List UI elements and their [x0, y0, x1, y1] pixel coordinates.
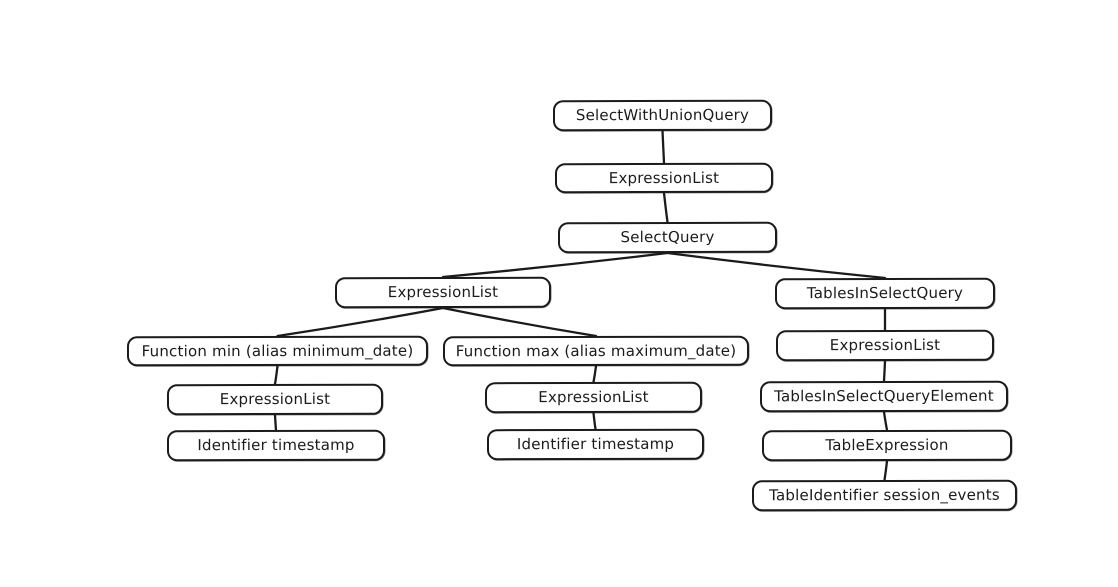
- edge-function-max-to-expression-list-under-max: [592, 364, 598, 384]
- tree-node-label: SelectQuery: [620, 227, 715, 247]
- tree-node-select-with-union-query: SelectWithUnionQuery: [552, 99, 773, 132]
- edge-select-query-to-expression-list-left: [441, 251, 669, 279]
- edge-expression-list-top-to-select-query: [662, 191, 669, 224]
- tree-node-expression-list-under-max: ExpressionList: [484, 381, 703, 414]
- tree-node-label: SelectWithUnionQuery: [575, 105, 750, 125]
- tree-node-label: Identifier timestamp: [197, 435, 355, 455]
- tree-node-table-expression: TableExpression: [761, 429, 1013, 462]
- tree-node-identifier-timestamp-max: Identifier timestamp: [486, 428, 705, 461]
- tree-node-label: ExpressionList: [387, 282, 499, 302]
- tree-node-label: Function max (alias maximum_date): [455, 341, 737, 360]
- tree-node-tables-in-select-query-element: TablesInSelectQueryElement: [759, 380, 1009, 413]
- tree-node-select-query: SelectQuery: [557, 221, 778, 254]
- tree-node-label: Function min (alias minimum_date): [141, 341, 414, 360]
- edge-function-min-to-expression-list-under-min: [273, 364, 279, 386]
- edge-table-expression-to-table-identifier-session-events: [883, 459, 889, 482]
- tree-node-label: ExpressionList: [219, 389, 331, 409]
- tree-node-expression-list-top: ExpressionList: [554, 162, 774, 194]
- tree-node-function-min: Function min (alias minimum_date): [126, 335, 429, 367]
- tree-node-identifier-timestamp-min: Identifier timestamp: [166, 429, 386, 462]
- edge-select-query-to-tables-in-select-query: [666, 251, 887, 280]
- edge-expression-list-under-min-to-identifier-timestamp-min: [273, 413, 278, 432]
- tree-node-label: ExpressionList: [829, 335, 941, 355]
- tree-node-label: Identifier timestamp: [516, 434, 675, 454]
- edge-expression-list-under-max-to-identifier-timestamp-max: [592, 411, 597, 431]
- tree-node-label: TableIdentifier session_events: [769, 485, 1000, 505]
- tree-node-expression-list-left: ExpressionList: [334, 276, 552, 309]
- tree-node-function-max: Function max (alias maximum_date): [442, 335, 750, 367]
- tree-node-label: ExpressionList: [538, 387, 649, 407]
- tree-node-table-identifier-session-events: TableIdentifier session_events: [751, 479, 1018, 512]
- tree-node-label: TablesInSelectQueryElement: [774, 386, 994, 406]
- tree-node-expression-list-right: ExpressionList: [775, 329, 995, 362]
- edge-expression-list-right-to-tables-in-select-query-element: [882, 359, 887, 383]
- tree-node-label: ExpressionList: [608, 168, 720, 187]
- tree-node-tables-in-select-query: TablesInSelectQuery: [774, 277, 996, 310]
- tree-node-label: TablesInSelectQuery: [806, 283, 964, 303]
- edge-expression-list-left-to-function-max: [441, 306, 598, 338]
- edge-select-with-union-query-to-expression-list-top: [661, 129, 666, 165]
- edge-expression-list-left-to-function-min: [276, 306, 445, 338]
- tree-node-label: TableExpression: [825, 435, 949, 455]
- tree-node-expression-list-under-min: ExpressionList: [166, 383, 384, 416]
- edge-tables-in-select-query-element-to-table-expression: [882, 410, 889, 432]
